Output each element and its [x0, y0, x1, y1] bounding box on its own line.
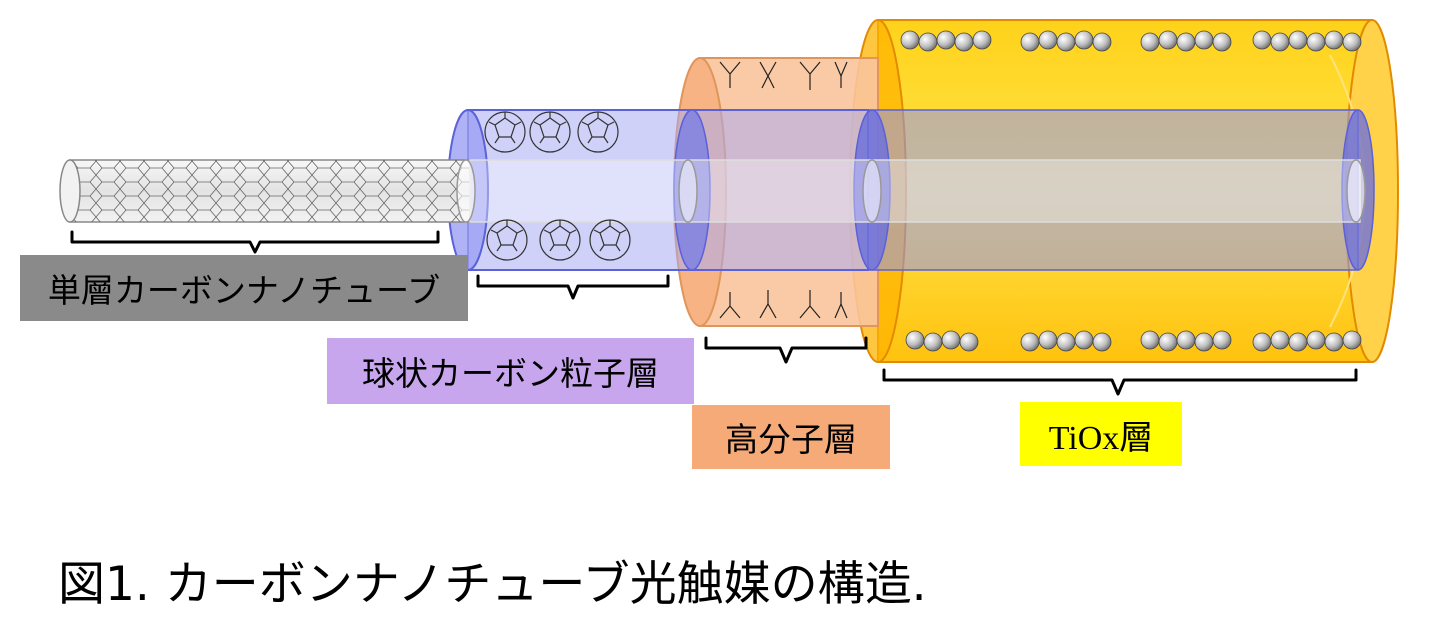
- fullerene-icon: [484, 111, 526, 153]
- polymer-label-bg: [692, 405, 890, 469]
- carbon-sphere-label-bg: [327, 338, 694, 404]
- polymer-label: 高分子層: [725, 420, 857, 459]
- tiox-particles-top: [900, 30, 1362, 52]
- polymer-branches: [719, 61, 848, 319]
- swcnt-label-bg: [20, 255, 468, 321]
- carbon-sphere-brace: [476, 274, 670, 300]
- carbon-nanotube: [59, 159, 1366, 223]
- swcnt-brace: [70, 230, 440, 254]
- polymer-brace: [704, 336, 868, 364]
- fullerene-icon: [539, 219, 581, 261]
- swcnt-label: 単層カーボンナノチューブ: [47, 271, 441, 310]
- tiox-label-bg: [1020, 402, 1182, 466]
- carbon-sphere-label: 球状カーボン粒子層: [362, 354, 659, 393]
- tiox-label: TiOx層: [1048, 419, 1154, 457]
- carbon-sphere-layer-cylinder: [447, 109, 1375, 271]
- tiox-particles-bottom: [905, 330, 1362, 352]
- fullerene-spheres: [484, 111, 631, 261]
- tiox-brace: [882, 368, 1358, 396]
- fullerene-icon: [577, 111, 619, 153]
- fullerene-icon: [486, 219, 528, 261]
- fullerene-icon: [529, 111, 571, 153]
- fullerene-icon: [589, 219, 631, 261]
- figure-caption: 図1. カーボンナノチューブ光触媒の構造.: [58, 557, 927, 612]
